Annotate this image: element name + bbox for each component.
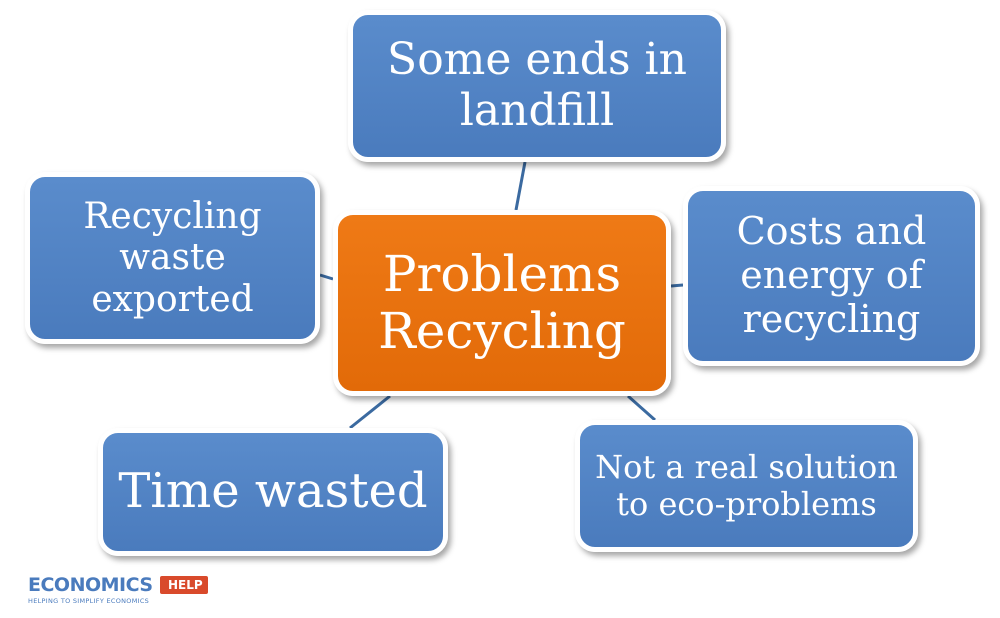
- connector-solution: [627, 394, 656, 422]
- central-topic-line-1: Problems: [382, 244, 622, 303]
- node-landfill: Some ends in landfill: [348, 10, 726, 162]
- node-landfill-line-2: landfill: [459, 85, 615, 136]
- logo-tagline: HELPING TO SIMPLIFY ECONOMICS: [28, 597, 150, 605]
- connector-costs: [670, 283, 684, 288]
- connector-exported: [319, 273, 334, 281]
- node-not-real-solution: Not a real solution to eco-problems: [575, 420, 918, 552]
- node-solution-line-1: Not a real solution: [595, 448, 898, 487]
- node-landfill-line-1: Some ends in: [387, 34, 687, 86]
- node-time-wasted: Time wasted: [98, 428, 448, 556]
- node-exported-line-1: Recycling: [83, 195, 262, 237]
- node-waste-exported: Recycling waste exported: [25, 172, 320, 344]
- connector-time: [349, 394, 391, 430]
- node-costs-line-2: energy of: [740, 253, 923, 298]
- economics-help-logo: ECONOMICS HELP HELPING TO SIMPLIFY ECONO…: [28, 574, 248, 610]
- logo-help-badge: HELP: [160, 576, 208, 594]
- node-solution-line-2: to eco-problems: [616, 485, 877, 523]
- node-costs-energy: Costs and energy of recycling: [683, 186, 980, 366]
- central-topic: Problems Recycling: [333, 210, 671, 396]
- central-topic-line-2: Recycling: [378, 302, 626, 360]
- logo-wordmark: ECONOMICS: [28, 574, 153, 596]
- node-costs-line-1: Costs and: [736, 209, 927, 254]
- node-time-line-1: Time wasted: [118, 463, 428, 520]
- node-exported-line-3: exported: [91, 278, 254, 320]
- node-exported-line-2: waste: [119, 237, 226, 279]
- connector-landfill: [514, 161, 527, 211]
- node-costs-line-3: recycling: [742, 296, 921, 341]
